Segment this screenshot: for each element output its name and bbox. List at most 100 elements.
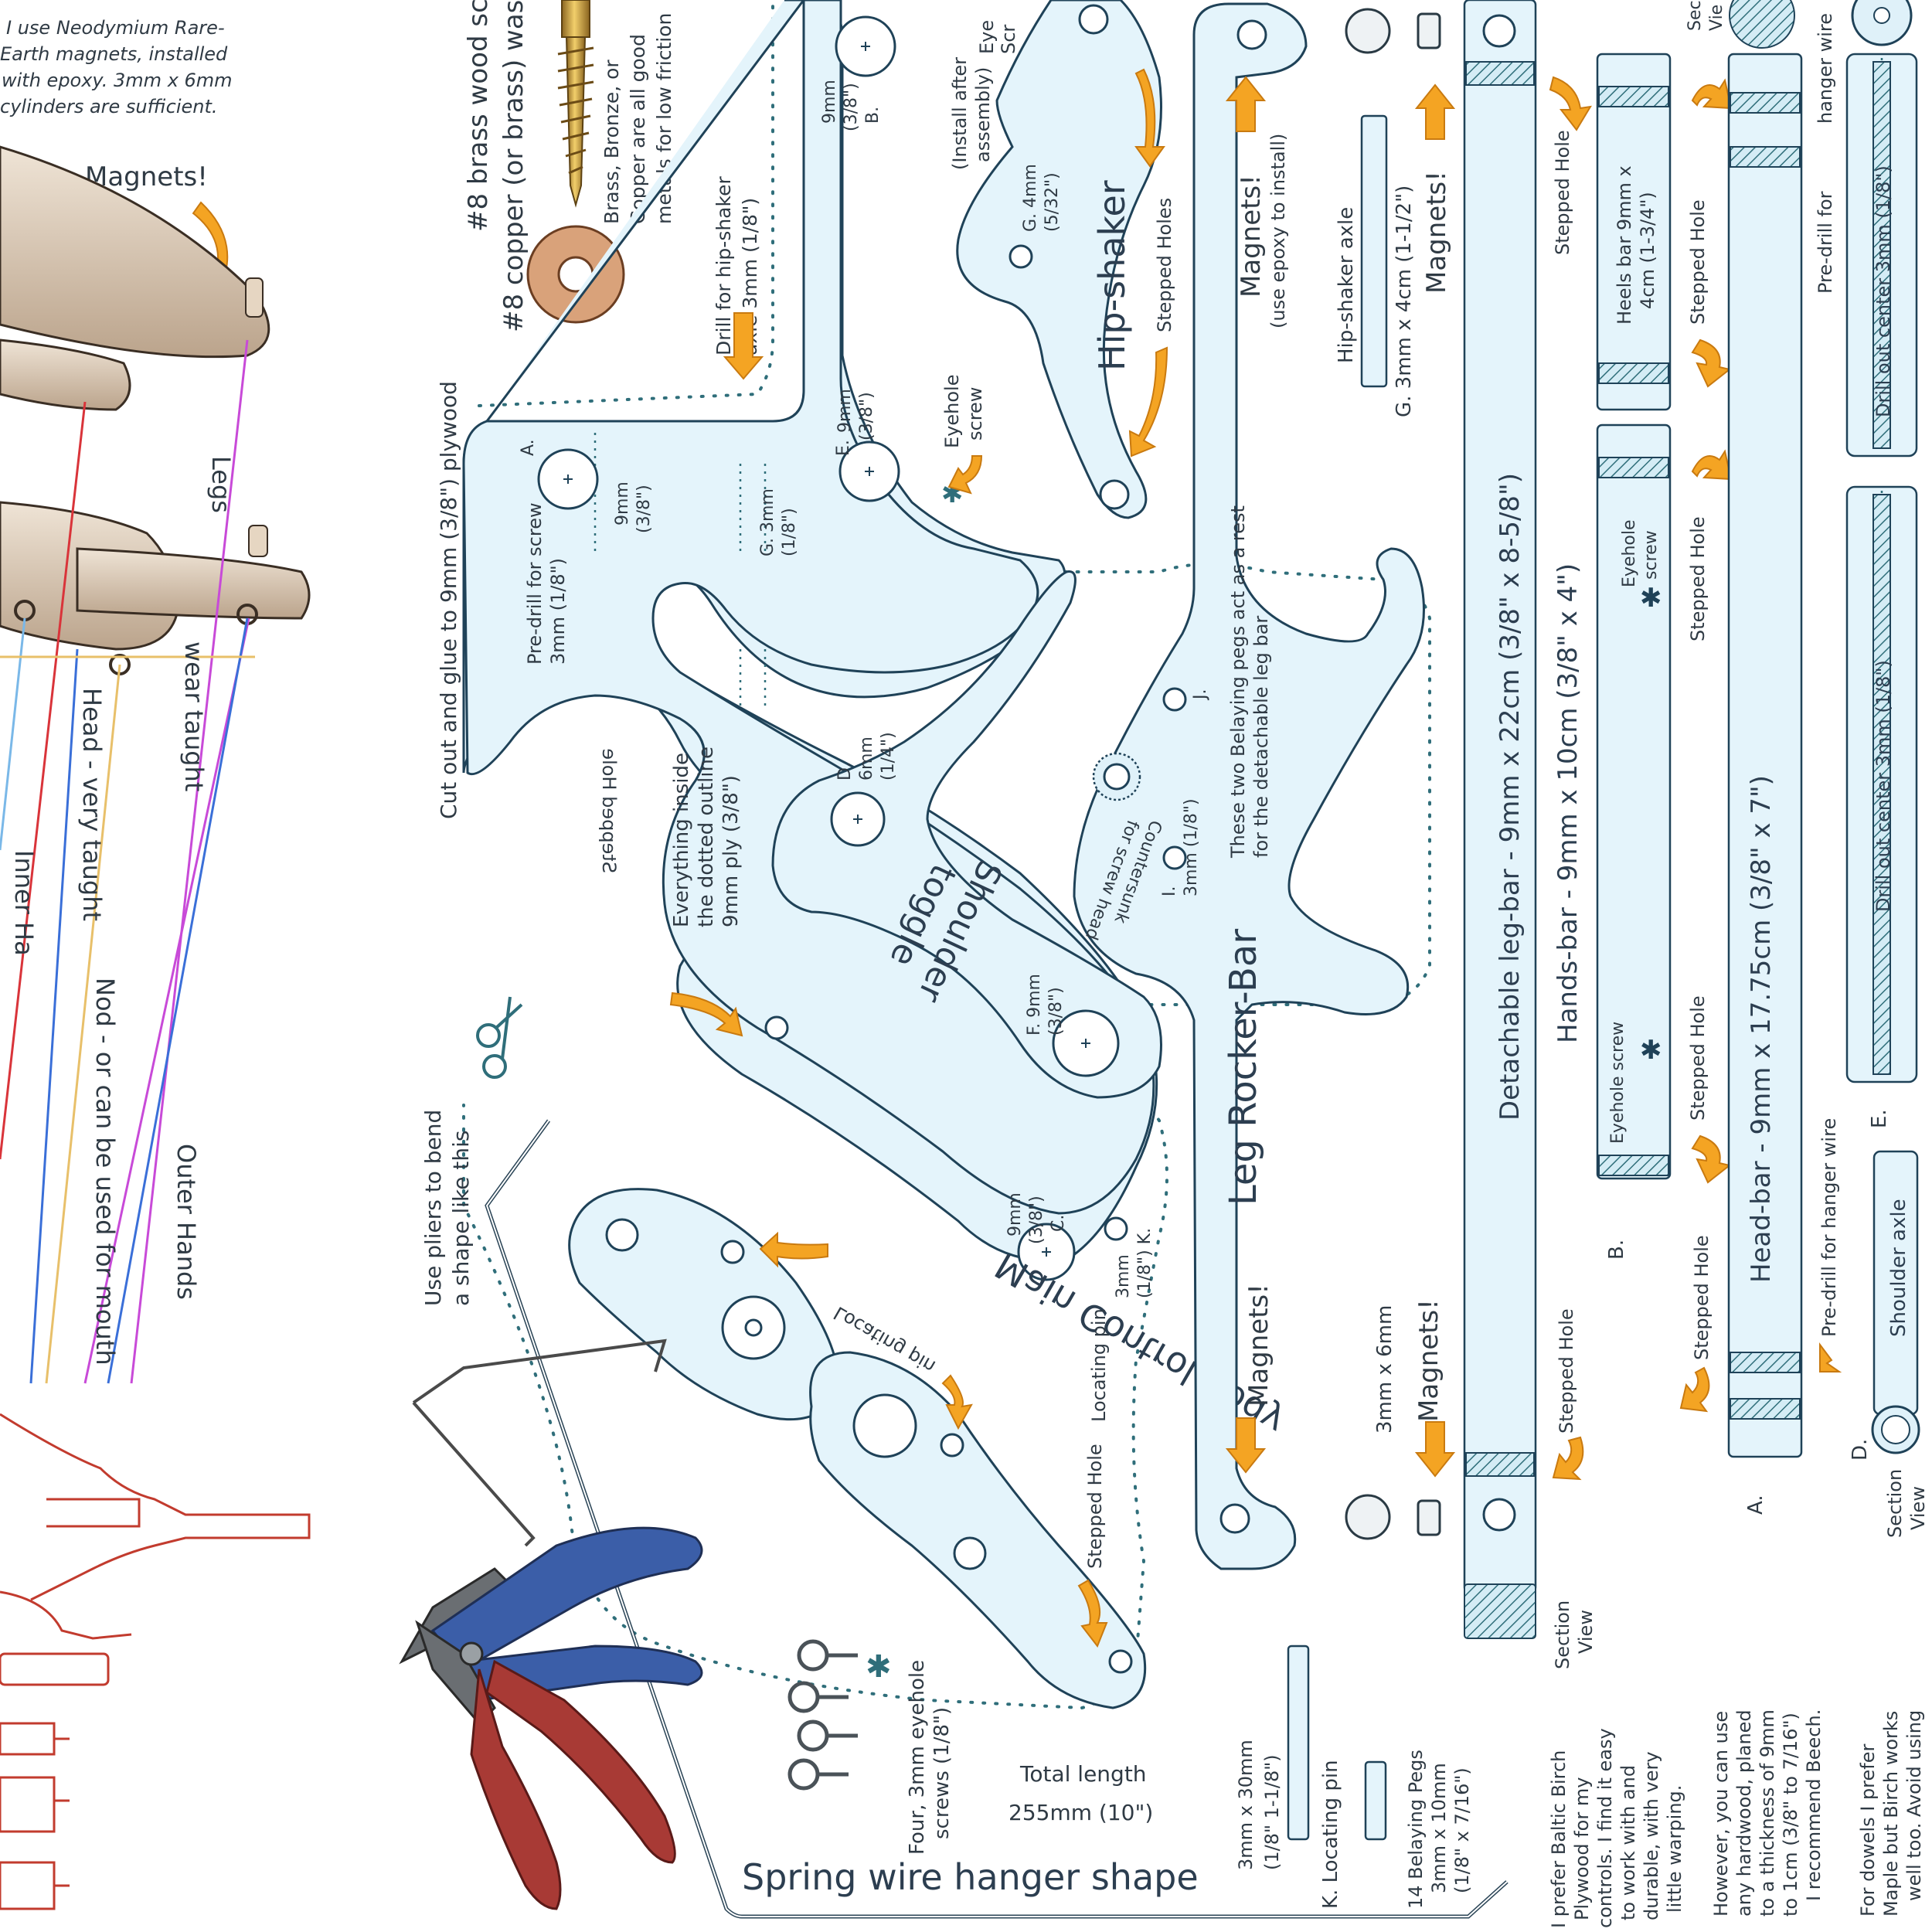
axle-section-inner [1881,1415,1910,1444]
spring-wire-title: Spring wire hanger shape [742,1856,1199,1898]
svg-text:3mm: 3mm [1114,1254,1133,1298]
head-hatch-4 [1730,1398,1801,1420]
locating-pin-k-part-label: K. Locating pin [1319,1760,1342,1909]
svg-text:Plywood for my: Plywood for my [1571,1777,1593,1920]
head-bar-label: Head-bar - 9mm x 17.75cm (3/8" x 7") [1746,775,1777,1283]
center-hatch-2 [1872,494,1891,1075]
metals-note-group: Brass, Bronze, or Copper are all good me… [600,13,675,224]
stepped-arrow-icon-4 [1552,1436,1584,1481]
svg-text:Magnets!: Magnets! [1236,175,1267,298]
hip-hole-bottom [1099,479,1130,510]
outer-hands-string [107,617,249,1384]
svg-text:screw: screw [964,387,986,440]
head-string [45,664,121,1384]
red-puppet-sketch [0,1413,311,1910]
svg-text:Eye: Eye [976,20,998,54]
hands-hatch-top [1598,457,1669,478]
magnets-arrow-icon-bottom [1225,1417,1267,1474]
heels-hatch-bottom [1598,362,1669,384]
detachable-leg-bar: Detachable leg-bar - 9mm x 22cm (3/8" x … [1463,0,1597,1669]
eyehole-star-icon-3: ✱ [1640,1035,1662,1066]
control-illustration: I use Neodymium Rare- Earth magnets, ins… [0,17,311,1910]
magnet-peg [245,277,264,318]
dowels: Drill out center 3mm (1/8") Pre-drill fo… [1815,0,1929,1538]
pliers-icon [399,1526,703,1910]
svg-text:(5/32"): (5/32") [1043,172,1062,232]
svg-text:I prefer Baltic Birch: I prefer Baltic Birch [1548,1750,1570,1928]
predrill-hole [764,1015,789,1040]
head-hatch-3 [1730,1352,1801,1373]
washer-label: #8 copper (or brass) wash [498,0,529,332]
locating-arrow-icon-2 [941,1374,973,1430]
eyehole-screws-icon [787,1639,858,1791]
hip-hole-top [1078,4,1109,35]
svg-text:Section: Section [1552,1600,1573,1669]
svg-text:(3/8"): (3/8") [842,83,861,131]
svg-text:Eyehole: Eyehole [941,375,963,448]
svg-text:9mm ply (3/8"): 9mm ply (3/8") [719,775,743,927]
stepped-hole-label-2: Stepped Hole [1084,1444,1106,1569]
hands-link-part [568,1188,839,1421]
eye-scr-label: Eye Scr [976,20,1019,54]
belaying-pegs-label: 14 Belaying Pegs 3mm x 10mm (1/8" x 7/16… [1405,1750,1473,1909]
svg-text:little warping.: little warping. [1664,1785,1685,1913]
hole-c-label: 9mm (3/8") C. [1005,1192,1068,1244]
svg-text:(3/8"): (3/8") [634,485,654,533]
wooden-leg-bar [76,547,311,620]
svg-text:View: View [1907,1486,1929,1530]
magnet-cylinder-icon-top [1417,12,1441,49]
link-hole-4 [852,1393,917,1458]
svg-text:(1/8" 1-1/8"): (1/8" 1-1/8") [1261,1754,1283,1870]
hip-axle-size: G. 3mm x 4cm (1-1/2") [1393,185,1416,417]
svg-text:screw: screw [1641,530,1661,580]
stepped-arrow-icon-6 [1691,338,1732,388]
magnet-disc-icon-bottom [1345,1494,1391,1540]
svg-text:Section: Section [1884,1469,1906,1538]
total-length-label: Total length [1019,1761,1147,1787]
notes: I prefer Baltic Birch Plywood for my con… [1548,1709,1925,1928]
screw-thread [557,46,594,175]
svg-text:(use epoxy to install): (use epoxy to install) [1267,134,1289,328]
svg-text:B.: B. [863,107,883,124]
svg-text:These two Belaying pegs act as: These two Belaying pegs act as a rest [1227,505,1249,859]
a-label: A. [1744,1495,1767,1515]
outer-hands-label: Outer Hands [172,1144,201,1300]
svg-text:View: View [1575,1610,1597,1654]
detachable-hatch-top [1465,61,1535,86]
shoulder-toggle-shape [771,570,1162,1099]
svg-text:for the detachable leg bar: for the detachable leg bar [1250,616,1272,858]
link-hole-1 [605,1218,639,1252]
magnets-bottom-label-2: Magnets! [1413,1299,1444,1422]
leg-rocker-bar: Leg Rocker-Bar Magnets! (use epoxy to in… [1073,2,1425,1570]
stepped-hole-label-3: Stepped Hole [1552,130,1573,255]
head-taught-label: Head - very taught [77,688,107,921]
heels-bar-label: Heels bar 9mm x 4cm (1-3/4") [1614,165,1658,325]
stepped-arrow-icon-1 [669,992,743,1037]
stepped-arrow-icon-7 [1691,449,1733,481]
shoulder-axle-label: Shoulder axle [1887,1199,1910,1337]
magnet-disc-icon-top [1345,8,1391,54]
svg-text:4cm (1-3/4"): 4cm (1-3/4") [1637,192,1658,309]
hands-bar [1596,423,1672,1180]
stepped-hole-label-1: Stepped Hole [598,748,620,873]
wood-screw-label: #8 brass wood sc [463,0,494,232]
rocker-hole-bottom [1219,1503,1250,1534]
center-hatch-1 [1872,61,1891,449]
svg-text:9mm: 9mm [613,481,632,526]
hip-shaker-shape [956,0,1162,519]
legs-string [130,339,249,1384]
hip-hole-g [1009,244,1033,269]
svg-text:9mm: 9mm [1005,1192,1025,1236]
svg-text:any hardwood, planed: any hardwood, planed [1733,1709,1755,1917]
svg-text:9mm: 9mm [835,389,855,433]
magnets-bottom-label: Magnets! [1243,1284,1274,1406]
svg-text:(1/4"): (1/4") [879,732,898,781]
stepped-arrow-icon-2 [1077,1579,1108,1648]
scissors-icon [476,996,523,1079]
hole-a-size: 9mm (3/8") [613,481,654,533]
svg-text:well too. Avoid using: well too. Avoid using [1903,1710,1925,1901]
svg-text:(3/8"): (3/8") [1027,1196,1046,1244]
hip-shaker-title: Hip-shaker [1091,180,1133,371]
predrill-arrow-icon [1819,1342,1842,1372]
